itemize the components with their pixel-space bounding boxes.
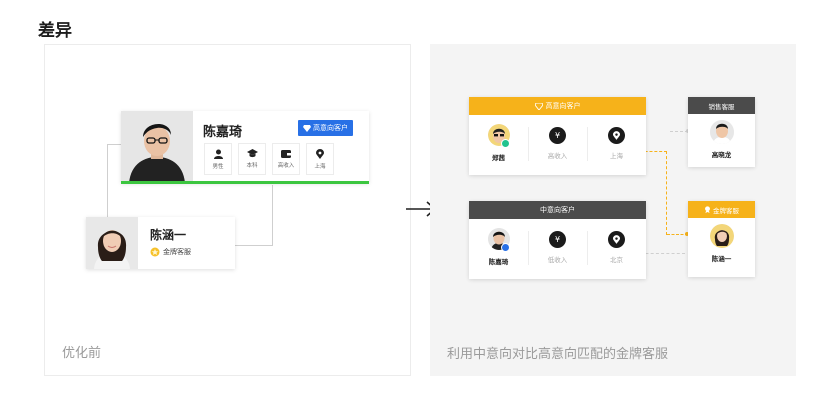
mid-intent-body: 陈嘉琦 ¥ 低收入 北京 (469, 219, 646, 279)
after-caption: 利用中意向对比高意向匹配的金牌客服 (447, 347, 669, 362)
connector-left (107, 144, 121, 219)
connector-dot-gold (685, 232, 689, 236)
city-cell: 北京 (587, 219, 646, 279)
income-label: 低收入 (547, 256, 568, 264)
customer-name: 郑茜 (492, 154, 505, 162)
customer-photo (121, 111, 193, 183)
attribute-education: 本科 (238, 143, 266, 175)
connector-grey-bottom (635, 253, 685, 254)
after-panel: 高意向客户 郑茜 ¥ (430, 44, 796, 376)
location-pin-icon (316, 148, 324, 159)
gold-medal-icon (705, 206, 710, 213)
attribute-label: 男性 (212, 163, 224, 170)
connector-gold (635, 151, 667, 235)
graduation-cap-icon (246, 149, 258, 158)
connector-right (231, 185, 273, 246)
gold-agent-header: 金牌客服 (688, 201, 755, 218)
person-icon (213, 149, 223, 159)
agent-photo (86, 217, 138, 269)
customer-name: 陈嘉琦 (203, 125, 243, 140)
mid-intent-header: 中意向客户 (469, 201, 646, 219)
agent-name: 高晓龙 (711, 151, 732, 159)
yen-icon: ¥ (549, 127, 566, 144)
agent-name: 陈涵一 (711, 255, 732, 263)
badge-label: 高意向客户 (313, 124, 348, 132)
diamond-icon (534, 102, 543, 110)
connector-gold-bottom (667, 234, 688, 235)
customer-cell: 陈嘉琦 (469, 219, 528, 279)
high-intent-customer-card[interactable]: 高意向客户 郑茜 ¥ (469, 97, 646, 175)
divider (587, 127, 588, 161)
wallet-icon (281, 150, 291, 158)
city-cell: 上海 (587, 115, 646, 175)
agent-card[interactable]: 陈涵一 金牌客服 (86, 217, 235, 269)
sales-agent-card[interactable]: 销售客服 高晓龙 (688, 97, 755, 167)
attribute-city: 上海 (306, 143, 334, 175)
attribute-label: 本科 (246, 163, 258, 169)
location-pin-icon (608, 127, 625, 144)
location-pin-icon (608, 231, 625, 248)
gold-agent-body: 陈涵一 (688, 218, 755, 263)
divider (528, 231, 529, 265)
high-intent-badge: 高意向客户 (298, 120, 353, 136)
sales-agent-header: 销售客服 (688, 97, 755, 114)
before-panel: 陈嘉琦 高意向客户 男性 本科 高收入 (44, 44, 411, 376)
income-cell: ¥ 低收入 (528, 219, 587, 279)
divider (528, 127, 529, 161)
city-label: 北京 (610, 256, 623, 264)
high-intent-header-label: 高意向客户 (545, 102, 581, 110)
gold-agent-card[interactable]: 金牌客服 陈涵一 (688, 201, 755, 277)
page-heading: 差异 (38, 21, 72, 41)
mid-intent-customer-card[interactable]: 中意向客户 陈嘉琦 ¥ (469, 201, 646, 279)
customer-card[interactable]: 陈嘉琦 高意向客户 男性 本科 高收入 (121, 111, 369, 184)
customer-name: 陈嘉琦 (488, 258, 509, 266)
agent-avatar (709, 120, 734, 144)
gold-agent-tag-label: 金牌客服 (163, 248, 191, 256)
chat-icon (501, 243, 510, 252)
gold-agent-header-label: 金牌客服 (713, 206, 739, 215)
gold-agent-tag: 金牌客服 (150, 247, 191, 257)
diamond-icon (303, 124, 311, 132)
attribute-income: 高收入 (272, 143, 300, 175)
high-intent-header: 高意向客户 (469, 97, 646, 115)
yen-icon: ¥ (549, 231, 566, 248)
income-label: 高收入 (547, 152, 568, 160)
agent-name: 陈涵一 (150, 228, 187, 242)
customer-cell: 郑茜 (469, 115, 528, 175)
before-caption: 优化前 (62, 346, 102, 361)
attribute-row: 男性 本科 高收入 上海 (204, 143, 334, 175)
divider (587, 231, 588, 265)
city-label: 上海 (610, 152, 623, 160)
attribute-label: 高收入 (277, 163, 295, 169)
income-cell: ¥ 高收入 (528, 115, 587, 175)
connector-grey-top (670, 131, 688, 132)
gold-medal-icon (150, 247, 160, 257)
sales-agent-body: 高晓龙 (688, 114, 755, 159)
attribute-label: 上海 (314, 163, 326, 170)
agent-avatar (709, 224, 734, 248)
phone-icon (501, 139, 510, 148)
high-intent-body: 郑茜 ¥ 高收入 上海 (469, 115, 646, 175)
attribute-gender: 男性 (204, 143, 232, 175)
match-bar (121, 181, 369, 184)
